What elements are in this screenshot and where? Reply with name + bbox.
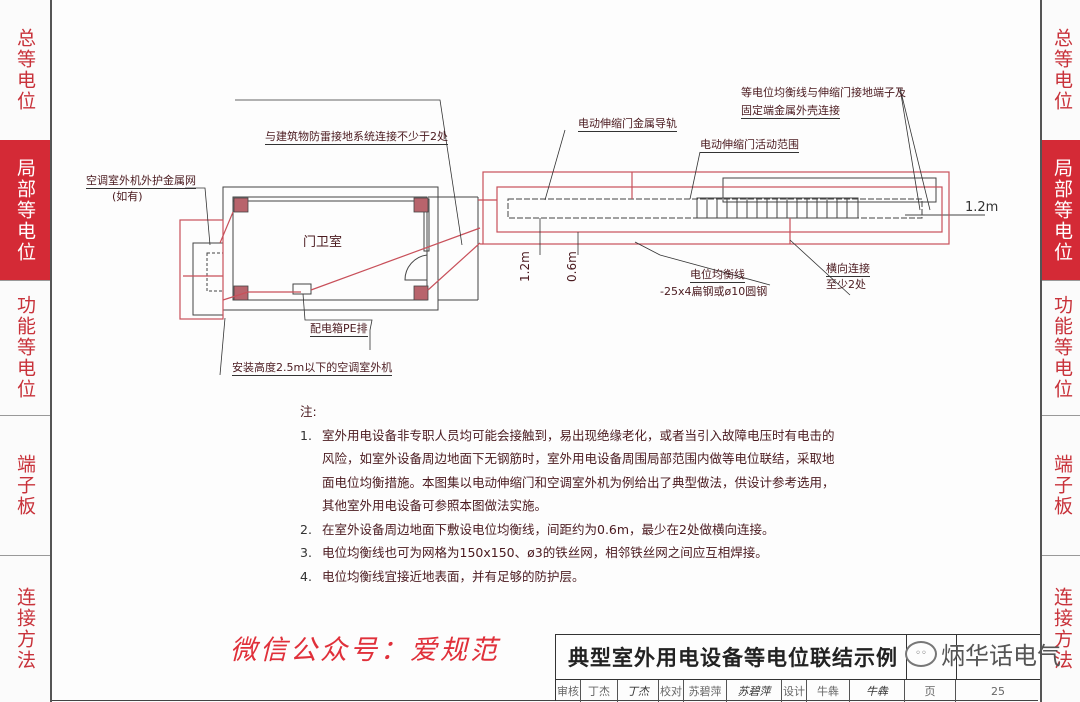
door-swing xyxy=(404,254,428,281)
note-number: 1. xyxy=(300,427,312,443)
wechat-watermark: 微信公众号：爱规范 xyxy=(230,635,500,666)
gatehouse-inner-wall xyxy=(232,196,428,301)
cell-signature: 丁杰 xyxy=(618,680,659,702)
title-block: 典型室外用电设备等电位联结示例 审核 丁杰 丁杰 校对 苏碧萍 苏碧萍 设计 牛… xyxy=(555,634,1040,702)
tab-local-equipotential[interactable]: 局部等电位 xyxy=(1042,140,1080,281)
equalizing-lines xyxy=(179,171,950,320)
drawing-frame xyxy=(52,0,1038,701)
dim-0-6m: 0.6m xyxy=(565,251,579,282)
tab-connection-method[interactable]: 连接方法 xyxy=(14,586,36,671)
cell-label: 页 xyxy=(905,680,956,702)
note-item: 4. 电位均衡线宜接近地表面，并有足够的防护层。 xyxy=(300,565,845,589)
note-number: 4. xyxy=(300,568,312,584)
ac-unit-label: 安装高度2.5m以下的空调室外机 xyxy=(232,361,393,376)
note-item: 3. 电位均衡线也可为网格为150x150、ø3的铁丝网，相邻铁丝网之间应互相焊接… xyxy=(300,541,845,565)
cross-connection-label: 横向连接 xyxy=(826,262,870,277)
cell-name: 丁杰 xyxy=(581,680,618,702)
pe-bar-box xyxy=(292,283,312,295)
note-text: 室外用电设备非专职人员均可能会接触到，易出现绝缘老化，或者当引入故障电压时有电击… xyxy=(322,427,835,514)
rail-label: 电动伸缩门金属导轨 xyxy=(578,117,677,132)
note-number: 3. xyxy=(300,545,312,560)
lightning-connection-label: 与建筑物防雷接地系统连接不少于2处 xyxy=(265,130,448,145)
equalizing-line-label: 电位均衡线 xyxy=(690,268,745,283)
note-item: 1. 室外用电设备非专职人员均可能会接触到，易出现绝缘老化，或者当引入故障电压时有… xyxy=(300,424,845,518)
tab-terminal-board[interactable]: 端子板 xyxy=(0,415,50,556)
note-text: 电位均衡线宜接近地表面，并有足够的防护层。 xyxy=(322,568,585,584)
note-number: 2. xyxy=(300,521,312,537)
notes-heading: 注: xyxy=(300,404,317,419)
author-watermark: ◦◦ 炳华话电气 xyxy=(905,636,1061,671)
ac-unit-outline xyxy=(192,242,224,316)
wechat-icon: ◦◦ xyxy=(905,640,937,667)
cross-connection-count: 至少2处 xyxy=(826,278,866,291)
tab-functional-equipotential[interactable]: 功能等电位 xyxy=(1042,280,1080,416)
cell-label: 设计 xyxy=(782,680,807,702)
right-chapter-tabs: 总等电位 局部等电位 功能等电位 端子板 连接方法 xyxy=(1040,0,1080,702)
dim-1-2m-horizontal: 1.2m xyxy=(965,200,999,215)
page-number: 25 xyxy=(991,684,1005,698)
gate-range xyxy=(722,177,937,203)
terminal-label-line1: 等电位均衡线与伸缩门接地端子及 xyxy=(741,86,906,99)
cell-name: 牛犇 xyxy=(807,680,850,702)
room-label: 门卫室 xyxy=(303,235,343,250)
pe-bar-label: 配电箱PE排 xyxy=(310,322,368,337)
notes: 注: 1. 室外用电设备非专职人员均可能会接触到，易出现绝缘老化，或者当引入故障电… xyxy=(300,400,845,588)
cell-label: 审核 xyxy=(556,680,581,702)
signature-row: 审核 丁杰 丁杰 校对 苏碧萍 苏碧萍 设计 牛犇 牛犇 页 25 xyxy=(556,679,1040,702)
grille-bars xyxy=(706,198,848,218)
cell-label: 校对 xyxy=(659,680,684,702)
cell-signature: 苏碧萍 xyxy=(727,680,782,702)
cell-name: 苏碧萍 xyxy=(684,680,727,702)
gate-range-label: 电动伸缩门活动范围 xyxy=(700,138,799,153)
tab-functional-equipotential[interactable]: 功能等电位 xyxy=(0,280,50,416)
equalizing-line-spec: -25x4扁钢或ø10圆钢 xyxy=(660,285,768,298)
terminal-label-line2: 固定端金属外壳连接 xyxy=(741,104,840,119)
tab-local-equipotential[interactable]: 局部等电位 xyxy=(0,140,50,281)
dim-1-2m-vertical: 1.2m xyxy=(518,251,532,282)
note-text: 电位均衡线也可为网格为150x150、ø3的铁丝网，相邻铁丝网之间应互相焊接。 xyxy=(322,545,768,560)
author-watermark-text: 炳华话电气 xyxy=(941,642,1061,670)
left-chapter-tabs: 总等电位 局部等电位 功能等电位 端子板 连接方法 xyxy=(0,0,52,702)
ac-mesh-note: (如有) xyxy=(112,190,143,203)
tab-terminal-board[interactable]: 端子板 xyxy=(1042,415,1080,556)
note-item: 2. 在室外设备周边地面下敷设电位均衡线，间距约为0.6m，最少在2处做横向连接。 xyxy=(300,518,845,542)
tab-connection-method[interactable]: 连接方法 xyxy=(1051,586,1073,671)
column-hatches xyxy=(233,197,429,301)
metal-rail xyxy=(507,198,923,219)
note-text: 在室外设备周边地面下敷设电位均衡线，间距约为0.6m，最少在2处做横向连接。 xyxy=(322,521,775,537)
cell-signature: 牛犇 xyxy=(850,680,905,702)
drawing-title: 典型室外用电设备等电位联结示例 xyxy=(568,646,898,670)
ac-mesh-label: 空调室外机外护金属网 xyxy=(86,174,196,189)
